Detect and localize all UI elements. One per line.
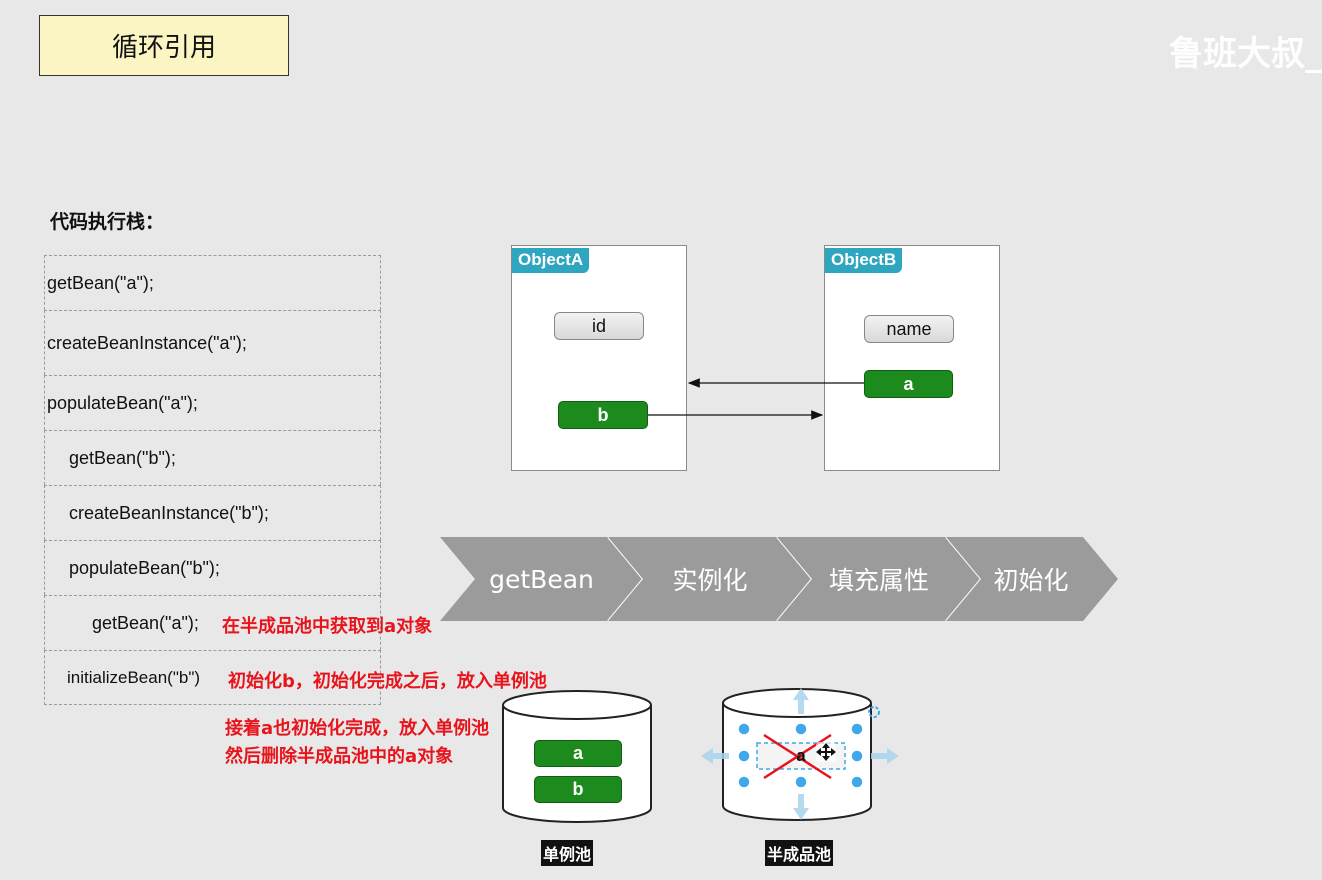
note-get-a: 在半成品池中获取到a对象 bbox=[222, 616, 433, 637]
field-label: id bbox=[591, 315, 606, 336]
note-line2: 然后删除半成品池中的a对象 bbox=[225, 746, 454, 767]
step-label: 填充属性 bbox=[828, 566, 929, 595]
object-a-tag: ObjectA bbox=[512, 248, 590, 273]
singleton-pool-label: 单例池 bbox=[541, 840, 594, 866]
step-chevron bbox=[608, 537, 812, 621]
stack-row-text: getBean("a"); bbox=[92, 612, 199, 633]
rotate-icon[interactable] bbox=[868, 706, 880, 718]
stack-row-text: getBean("a"); bbox=[47, 272, 154, 293]
singleton-item-b: b bbox=[534, 776, 622, 803]
stack-row: initializeBean("b") bbox=[44, 650, 381, 705]
field-label: b bbox=[597, 404, 609, 425]
stack-row: createBeanInstance("a"); bbox=[44, 310, 381, 375]
field-label: name bbox=[886, 318, 932, 339]
stack-row: populateBean("a"); bbox=[44, 375, 381, 430]
title-text: 循环引用 bbox=[111, 33, 216, 63]
object-b-field-name: name bbox=[864, 315, 954, 343]
step-chevron bbox=[777, 537, 981, 621]
stack-row: populateBean("b"); bbox=[44, 540, 381, 595]
stack-row: getBean("b"); bbox=[44, 430, 381, 485]
stack-row-text: initializeBean("b") bbox=[67, 667, 201, 687]
object-a-field-id: id bbox=[554, 312, 644, 340]
singleton-item-a: a bbox=[534, 740, 622, 767]
step-chevron bbox=[440, 537, 643, 621]
stack-row-text: createBeanInstance("a"); bbox=[47, 332, 247, 353]
object-a-field-b: b bbox=[558, 401, 648, 429]
early-pool-label: 半成品池 bbox=[765, 840, 834, 866]
field-label: a bbox=[572, 743, 583, 763]
object-a-box bbox=[511, 245, 687, 471]
step-label: 实例化 bbox=[672, 566, 748, 595]
watermark: 鲁班大叔_ bbox=[1169, 34, 1322, 74]
early-item-label: a bbox=[796, 746, 806, 765]
selection-handles[interactable] bbox=[737, 722, 864, 789]
field-label: a bbox=[903, 373, 914, 394]
stack-row-text: populateBean("b"); bbox=[69, 557, 220, 578]
move-handles bbox=[701, 688, 899, 820]
object-b-tag: ObjectB bbox=[825, 248, 903, 273]
object-b-box bbox=[824, 245, 1000, 471]
stack-row-text: getBean("b"); bbox=[69, 447, 176, 468]
step-label: getBean bbox=[489, 564, 594, 594]
note-line1: 接着a也初始化完成，放入单例池 bbox=[225, 718, 490, 739]
stack-row: getBean("a"); bbox=[44, 595, 381, 650]
title-box: 循环引用 bbox=[39, 15, 289, 76]
object-b-field-a: a bbox=[864, 370, 953, 398]
step-chevron bbox=[946, 537, 1118, 621]
field-label: b bbox=[572, 779, 584, 799]
stack-row-text: createBeanInstance("b"); bbox=[69, 502, 269, 523]
move-cursor-icon bbox=[816, 742, 836, 762]
note-init-b: 初始化b，初始化完成之后，放入单例池 bbox=[228, 671, 547, 692]
stack-label: 代码执行栈： bbox=[50, 211, 165, 233]
stack-row: createBeanInstance("b"); bbox=[44, 485, 381, 540]
step-label: 初始化 bbox=[993, 566, 1069, 595]
stack-row: getBean("a"); bbox=[44, 255, 381, 310]
stack-row-text: populateBean("a"); bbox=[47, 392, 198, 413]
